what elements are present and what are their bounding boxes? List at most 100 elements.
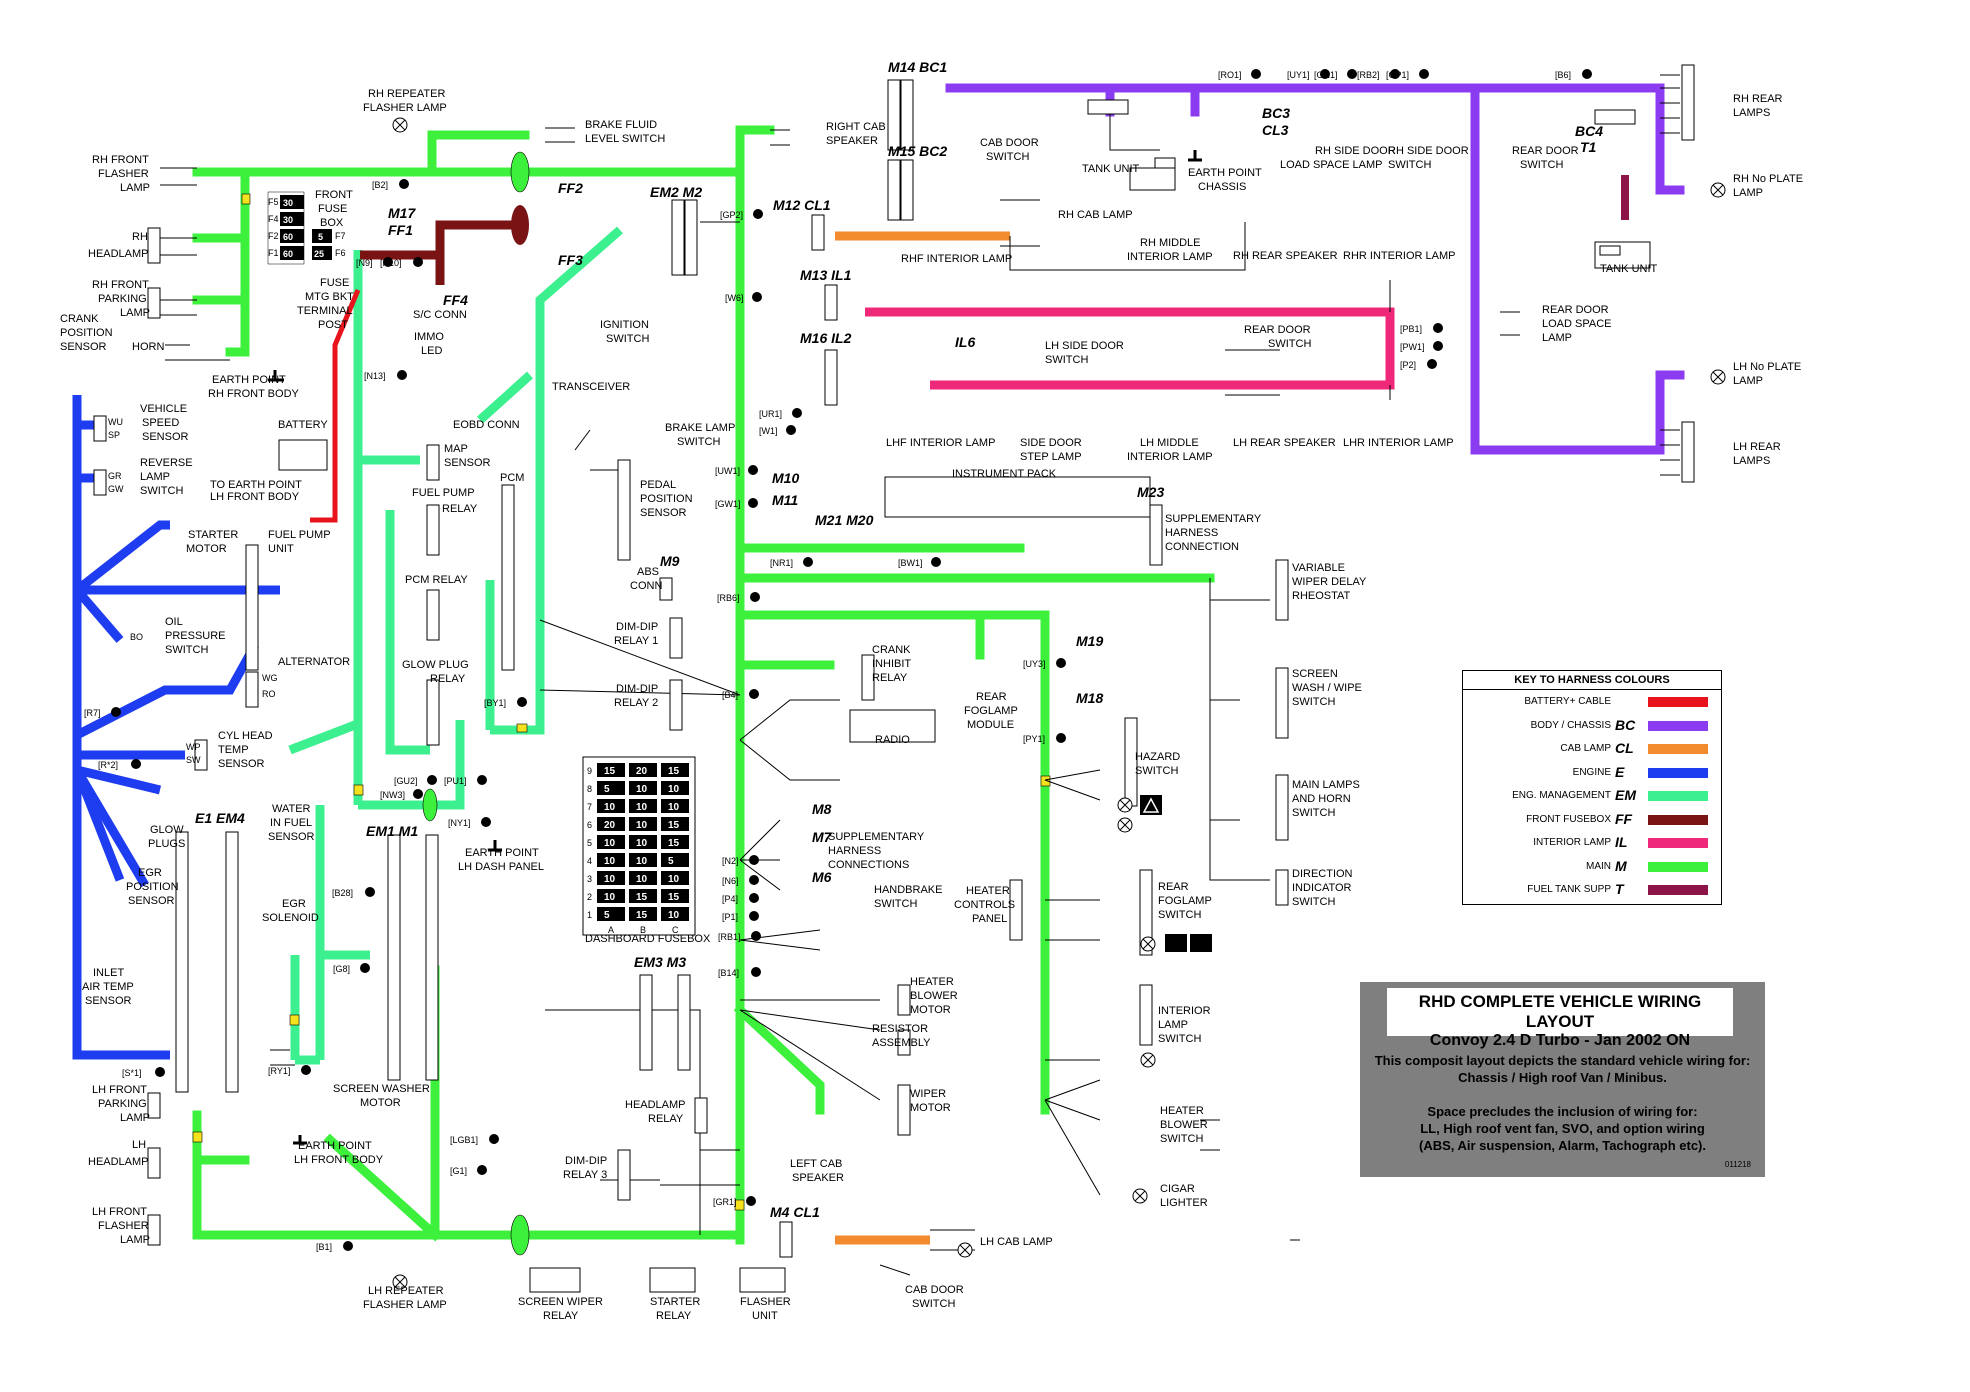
splice-label: [PB1] <box>1400 324 1422 334</box>
component-label: SWITCH <box>912 1298 955 1310</box>
splice-dot <box>1056 733 1066 743</box>
splice-dot <box>489 1134 499 1144</box>
key-row-name: BATTERY+ CABLE <box>1524 696 1611 707</box>
component-label: SPEAKER <box>792 1172 844 1184</box>
component-label: SENSOR <box>60 341 107 353</box>
key-row-name: ENG. MANAGEMENT <box>1512 790 1611 801</box>
component-label: LH <box>132 1139 146 1151</box>
component-label: IN FUEL <box>270 817 312 829</box>
component-label: POSITION <box>60 327 113 339</box>
component-label: SENSOR <box>640 507 687 519</box>
fuse-column-label: A <box>608 925 614 935</box>
yellow-markers <box>192 193 1051 1211</box>
key-row-code: CL <box>1615 740 1634 756</box>
key-row-swatch <box>1648 814 1708 825</box>
connector-name: M18 <box>1076 690 1103 706</box>
splice-label: [UY3] <box>1023 659 1046 669</box>
splice-label: [PU1] <box>444 776 467 786</box>
fuse-rating: 5 <box>604 910 610 921</box>
splice-dot <box>481 817 491 827</box>
component-label: SWITCH <box>1158 1033 1201 1045</box>
splice-dot <box>753 209 763 219</box>
connector-name: EM1 M1 <box>366 823 418 839</box>
fuse <box>597 781 625 795</box>
component-label: FLASHER <box>98 168 149 180</box>
connector-name: FF4 <box>443 292 468 308</box>
rear-fog-lamp-icon <box>1140 936 1156 952</box>
component-boxes <box>93 64 1695 1293</box>
component-label: LAMP <box>120 307 150 319</box>
component-label: SUPPLEMENTARY <box>1165 513 1262 525</box>
component-label: LH DASH PANEL <box>458 861 544 873</box>
splice-label: [S*1] <box>122 1068 142 1078</box>
splice-dot <box>413 789 423 799</box>
splice-dot <box>751 967 761 977</box>
title-panel: RHD COMPLETE VEHICLE WIRING LAYOUT Convo… <box>1387 988 1733 1049</box>
key-row-name: FRONT FUSEBOX <box>1526 813 1611 825</box>
component-label: INTERIOR LAMP <box>1127 451 1213 463</box>
fuse <box>661 763 689 777</box>
component-label: RHEOSTAT <box>1292 590 1351 602</box>
wire-code: WU <box>108 417 123 427</box>
component-label: LED <box>421 345 442 357</box>
fuse-rating: 15 <box>668 892 680 903</box>
component-label: LOAD SPACE <box>1542 318 1612 330</box>
connector-name: M17 <box>388 205 416 221</box>
key-row-code: FF <box>1615 810 1633 827</box>
fuse-row-number: 5 <box>587 838 592 848</box>
fuse <box>661 799 689 813</box>
connector-name: M10 <box>772 470 799 486</box>
fuse-label-f4: F4 <box>268 214 279 224</box>
component-label: LH FRONT <box>92 1084 147 1096</box>
connector-name: M9 <box>660 553 680 569</box>
component-label: RHF INTERIOR LAMP <box>901 253 1012 265</box>
component-label: EARTH POINT <box>212 374 286 386</box>
fuse-row-number: 6 <box>587 820 592 830</box>
splice-label: [G8] <box>333 964 350 974</box>
component-label: LIGHTER <box>1160 1197 1208 1209</box>
splice-label: [N13] <box>364 371 386 381</box>
splice-label: [UY1] <box>1287 70 1310 80</box>
splice-label: [N10] <box>380 258 402 268</box>
key-row: BATTERY+ CABLE <box>1463 690 1721 714</box>
body-chassis-harness <box>945 83 1685 455</box>
component-label: SIDE DOOR <box>1020 437 1082 449</box>
splice-dot <box>749 855 759 865</box>
splice-label: [N6] <box>722 876 739 886</box>
component-label: LH REAR SPEAKER <box>1233 437 1336 449</box>
component-label: RH REPEATER <box>368 88 445 100</box>
wire-code: GR <box>108 471 122 481</box>
component-label: HEATER <box>910 976 954 988</box>
splice-dot <box>1056 658 1066 668</box>
component-label: LEVEL SWITCH <box>585 133 665 145</box>
fuse <box>661 835 689 849</box>
front-fusebox-harness <box>360 220 520 285</box>
splice-dot <box>477 1165 487 1175</box>
component-label: LAMP <box>1158 1019 1188 1031</box>
component-label: MOTOR <box>186 543 227 555</box>
connector-name: M7 <box>812 829 833 845</box>
component-label: SENSOR <box>218 758 265 770</box>
component-label: RH SIDE DOOR <box>1315 145 1396 157</box>
component-label: GLOW <box>150 824 184 836</box>
component-label: LH REPEATER <box>368 1285 444 1297</box>
component-label: FUSE <box>318 203 347 215</box>
lamp-icons <box>392 117 1726 1290</box>
component-label: RH No PLATE <box>1733 173 1803 185</box>
splice-dot <box>752 292 762 302</box>
connector-name: IL6 <box>955 334 975 350</box>
splice-label: [UR1] <box>759 409 782 419</box>
component-label: RH FRONT BODY <box>208 388 300 400</box>
fuse-value-f5: 30 <box>283 198 293 208</box>
wire-code: SW <box>186 755 201 765</box>
component-label: CAB DOOR <box>905 1284 964 1296</box>
splice-dot <box>748 465 758 475</box>
component-label: SWITCH <box>1268 338 1311 350</box>
